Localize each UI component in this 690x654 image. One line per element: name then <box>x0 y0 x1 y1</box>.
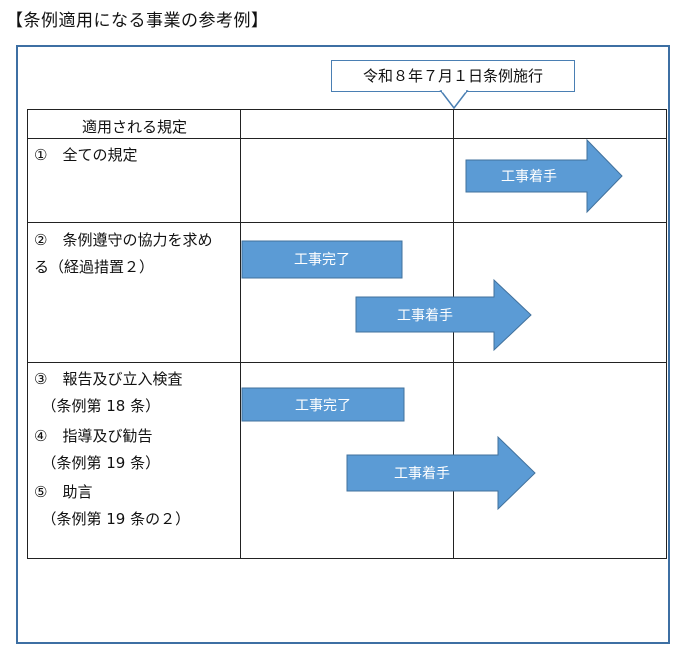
bar-label: 工事完了 <box>295 398 351 414</box>
regulation-table <box>27 109 667 559</box>
arrow-shape <box>465 138 623 214</box>
row-3-line-1: ③ 報告及び立入検査 <box>34 370 183 388</box>
row-3-complete-bar: 工事完了 <box>241 387 405 422</box>
row-3-line-3: ④ 指導及び勧告 <box>34 427 153 445</box>
bar-shape <box>241 240 403 279</box>
diagram-frame <box>16 45 670 644</box>
row-3-line-5: ⑤ 助言 <box>34 483 93 501</box>
enforcement-date-line <box>453 109 454 559</box>
enforcement-date-callout: 令和８年７月１日条例施行 <box>331 60 575 92</box>
table-header-divider <box>27 138 667 139</box>
table-row-divider-2 <box>27 362 667 363</box>
arrow-shape <box>346 435 536 511</box>
row-3-line-6: （条例第 19 条の２） <box>34 510 191 528</box>
table-header-label: 適用される規定 <box>82 118 188 136</box>
table-row-divider-1 <box>27 222 667 223</box>
row-3-start-arrow: 工事着手 <box>346 435 536 511</box>
arrow-shape <box>355 278 532 352</box>
row-3-line-4: （条例第 19 条） <box>34 454 161 472</box>
arrow-label: 工事着手 <box>501 169 557 185</box>
table-column-divider <box>240 109 241 559</box>
diagram-heading: 【条例適用になる事業の参考例】 <box>6 11 269 31</box>
row-2-start-arrow: 工事着手 <box>355 278 532 352</box>
row-2-line-2: る（経過措置２） <box>34 258 155 276</box>
row-1-line-1: ① 全ての規定 <box>34 146 138 164</box>
callout-pointer <box>439 90 469 110</box>
bar-shape <box>241 387 405 422</box>
row-2-complete-bar: 工事完了 <box>241 240 403 279</box>
arrow-label: 工事着手 <box>397 308 453 324</box>
arrow-label: 工事着手 <box>394 466 450 482</box>
bar-label: 工事完了 <box>294 252 350 268</box>
row-2-line-1: ② 条例遵守の協力を求め <box>34 231 213 249</box>
row-1-start-arrow: 工事着手 <box>465 138 623 214</box>
row-3-line-2: （条例第 18 条） <box>34 397 161 415</box>
